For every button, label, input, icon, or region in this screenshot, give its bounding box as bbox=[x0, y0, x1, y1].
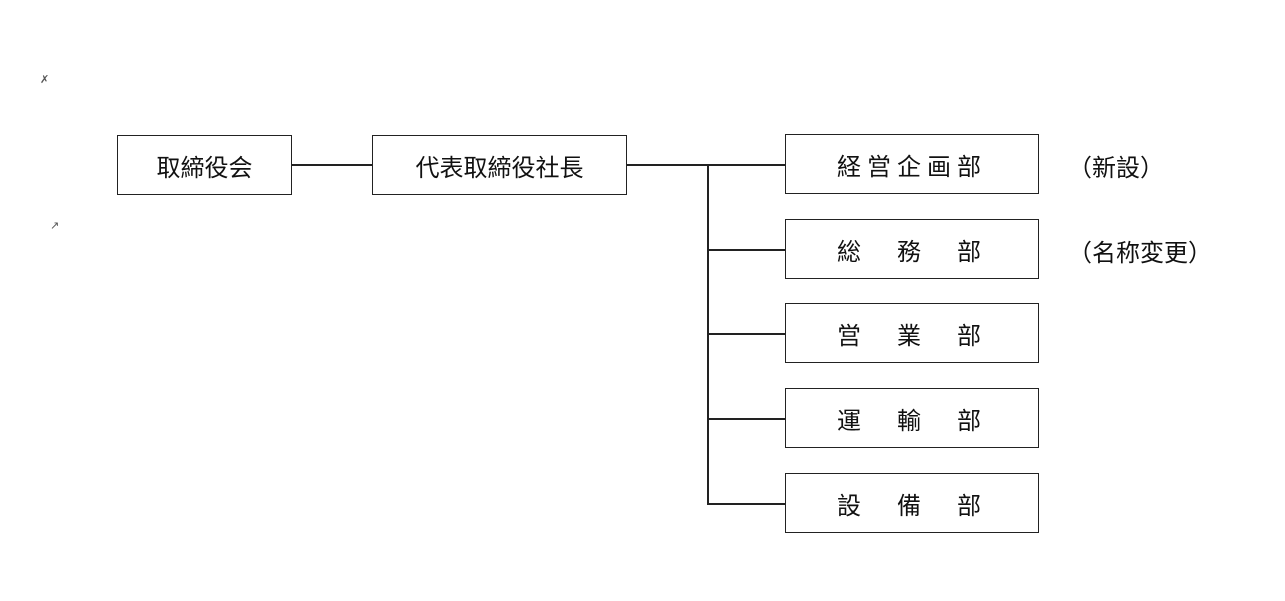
department-box: 設 備 部 bbox=[785, 473, 1039, 533]
scan-mark: ↗ bbox=[50, 219, 60, 232]
president-box: 代表取締役社長 bbox=[372, 135, 627, 195]
branch-line bbox=[707, 503, 785, 505]
president-label: 代表取締役社長 bbox=[415, 153, 584, 182]
department-label: 運 輸 部 bbox=[837, 406, 987, 435]
department-box: 運 輸 部 bbox=[785, 388, 1039, 448]
branch-line bbox=[707, 164, 785, 166]
branch-line bbox=[707, 333, 785, 335]
department-note: （新設） bbox=[1068, 154, 1164, 182]
department-box: 経営企画部 bbox=[785, 134, 1039, 194]
department-note: （名称変更） bbox=[1068, 239, 1212, 267]
connector-board-president bbox=[292, 164, 372, 166]
connector-president-trunk bbox=[627, 164, 707, 166]
department-label: 経営企画部 bbox=[837, 152, 987, 181]
board-box: 取締役会 bbox=[117, 135, 292, 195]
department-box: 総 務 部 bbox=[785, 219, 1039, 279]
scan-mark: ✗ bbox=[40, 73, 50, 86]
branch-line bbox=[707, 418, 785, 420]
department-label: 総 務 部 bbox=[837, 237, 987, 266]
department-label: 営 業 部 bbox=[837, 321, 987, 350]
department-label: 設 備 部 bbox=[837, 491, 987, 520]
board-label: 取締役会 bbox=[156, 153, 253, 182]
department-box: 営 業 部 bbox=[785, 303, 1039, 363]
branch-line bbox=[707, 249, 785, 251]
